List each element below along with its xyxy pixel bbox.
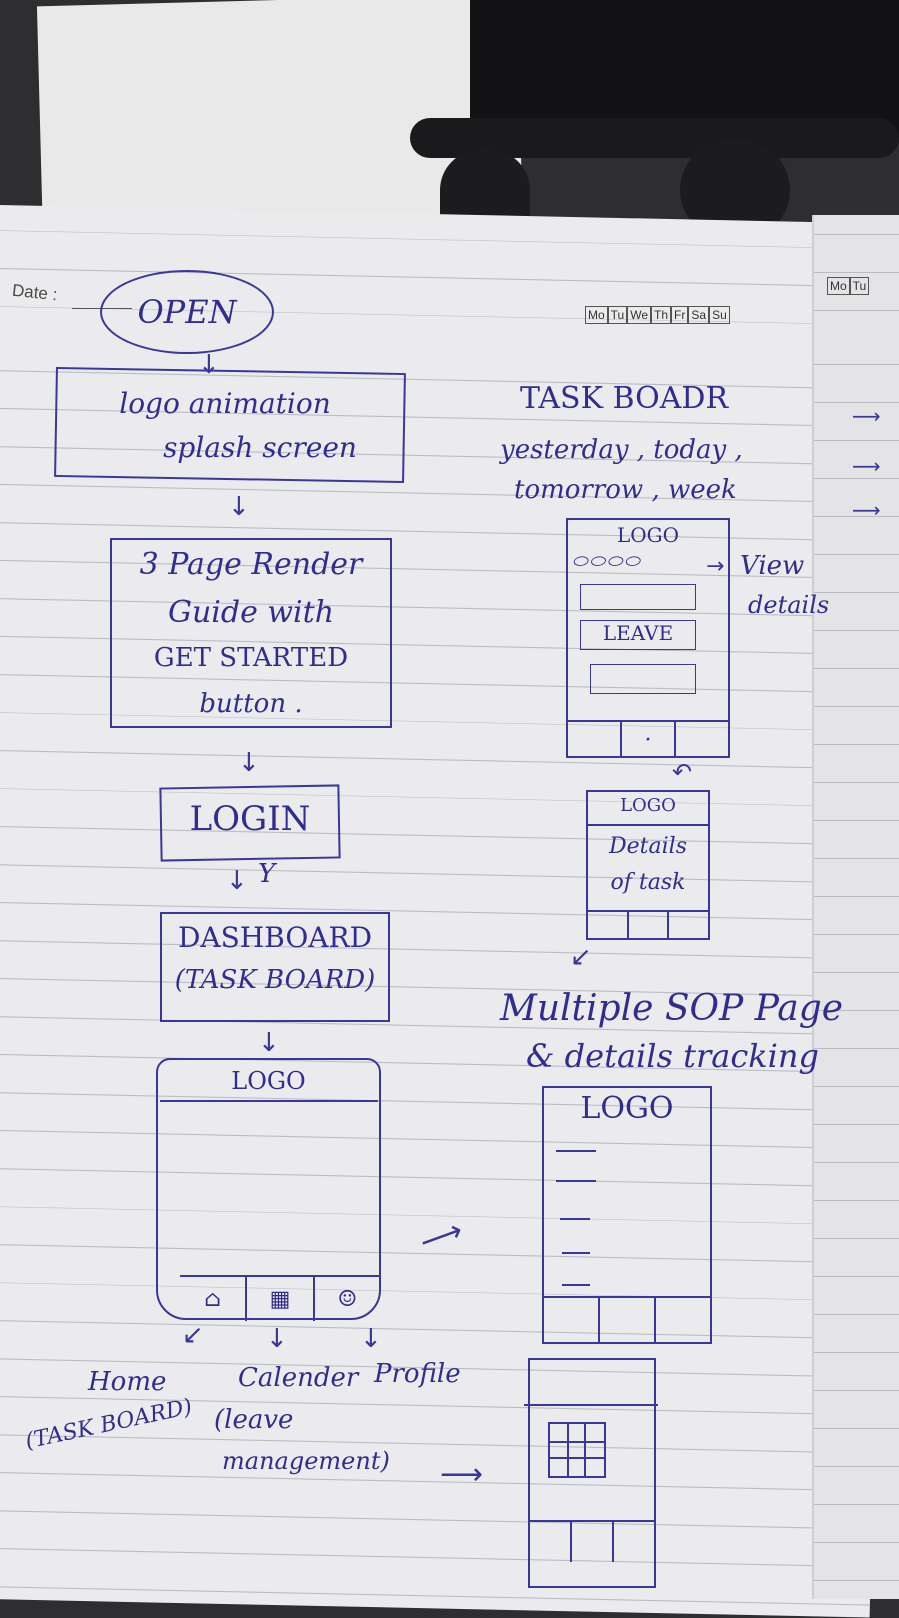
weekday-boxes-right: Mo Tu bbox=[827, 277, 870, 295]
list-item bbox=[562, 1284, 590, 1286]
weekday: Th bbox=[651, 306, 672, 324]
weekday: We bbox=[627, 306, 652, 324]
weekday: Tu bbox=[607, 306, 628, 324]
task-details-wireframe bbox=[586, 790, 710, 940]
arrow-down-left-icon: ↙ bbox=[182, 1320, 204, 1350]
open-label: OPEN bbox=[137, 293, 237, 331]
home-icon: ⌂ bbox=[180, 1277, 248, 1321]
login-mark: Y bbox=[258, 859, 276, 889]
task-details-logo: LOGO bbox=[620, 795, 676, 816]
arrow-right-icon: ⟶ bbox=[852, 404, 881, 428]
arrow-down-icon: ↓ bbox=[360, 1324, 382, 1354]
calendar-grid-icon bbox=[548, 1422, 606, 1478]
task-card bbox=[590, 664, 696, 694]
tab-label-calendar: Calender bbox=[238, 1363, 359, 1393]
smiley-icon: ☺ bbox=[337, 1286, 358, 1312]
guide-line-4: button . bbox=[199, 689, 303, 719]
leave-label: LEAVE bbox=[602, 621, 674, 645]
guide-line-3: GET STARTED bbox=[153, 643, 349, 673]
weekday: Mo bbox=[585, 306, 608, 324]
weekday-boxes: Mo Tu We Th Fr Sa Su bbox=[585, 306, 730, 324]
open-node: OPEN bbox=[100, 270, 274, 354]
weekday: Su bbox=[709, 306, 730, 324]
tab-label-home: Home bbox=[88, 1367, 167, 1397]
task-board-wireframe bbox=[566, 518, 730, 758]
dashboard-node bbox=[160, 912, 390, 1022]
dashboard-wireframe bbox=[156, 1058, 381, 1320]
task-board-wireframe-logo: LOGO bbox=[616, 523, 680, 547]
arrow-right-icon: ⟶ bbox=[852, 498, 881, 522]
arrow-right-icon: ⟶ bbox=[852, 454, 881, 478]
weekday: Sa bbox=[688, 306, 710, 324]
dashboard-tabbar: ⌂ ▦ ☺ bbox=[180, 1275, 380, 1321]
dashboard-wireframe-logo: LOGO bbox=[231, 1067, 306, 1095]
sop-wireframe-logo: LOGO bbox=[580, 1091, 674, 1126]
dashboard-line-1: DASHBOARD bbox=[177, 921, 373, 954]
sop-title-line-1: Multiple SOP Page bbox=[500, 988, 844, 1029]
calendar-grid-icon: ▦ bbox=[247, 1277, 315, 1321]
arrow-down-left-icon: ↙ bbox=[570, 942, 592, 972]
login-label: LOGIN bbox=[189, 799, 311, 839]
guide-node bbox=[110, 538, 392, 728]
leave-card bbox=[580, 620, 696, 650]
task-board-tabbar: · bbox=[568, 720, 728, 758]
task-board-sub-1: yesterday , today , bbox=[500, 435, 743, 465]
arrow-down-icon: ↓ bbox=[266, 1324, 288, 1354]
splash-line-1: logo animation bbox=[119, 387, 331, 420]
task-details-tabbar bbox=[588, 910, 708, 940]
list-item bbox=[556, 1180, 596, 1182]
tab-label-calendar-sub-2: management) bbox=[222, 1447, 390, 1475]
list-item bbox=[556, 1150, 596, 1152]
calendar-wireframe bbox=[528, 1358, 656, 1588]
arrow-down-icon: ↓ bbox=[228, 492, 250, 522]
header-divider bbox=[588, 824, 708, 826]
task-details-line-1: Details bbox=[609, 834, 687, 859]
dashboard-line-2: (TASK BOARD) bbox=[174, 965, 376, 995]
sop-title-line-2: & details tracking bbox=[526, 1037, 819, 1075]
arrow-to-calendar-icon: ⟶ bbox=[440, 1457, 484, 1492]
view-details-line-1: View bbox=[740, 551, 805, 581]
list-item bbox=[560, 1218, 590, 1220]
guide-line-1: 3 Page Render bbox=[139, 547, 363, 582]
arrow-down-icon: ↓ bbox=[258, 1028, 280, 1058]
tab-label-profile: Profile bbox=[374, 1359, 461, 1389]
weekday: Fr bbox=[671, 306, 689, 324]
arrow-down-icon: ↓ bbox=[226, 866, 248, 896]
day-tabs-icon: ⬭⬭⬭⬭ bbox=[572, 551, 642, 572]
header-divider bbox=[524, 1404, 658, 1406]
arrow-down-icon: ↓ bbox=[198, 350, 220, 380]
weekday: Tu bbox=[849, 277, 870, 295]
splash-line-2: splash screen bbox=[163, 431, 357, 464]
weekday: Mo bbox=[827, 277, 850, 295]
arrow-down-icon: ↓ bbox=[238, 748, 260, 778]
sop-wireframe bbox=[542, 1086, 712, 1344]
task-card bbox=[580, 584, 696, 610]
tab-label-calendar-sub-1: (leave bbox=[214, 1405, 294, 1435]
header-divider bbox=[160, 1100, 378, 1102]
task-board-sub-2: tomorrow , week bbox=[514, 475, 737, 505]
view-details-line-2: details bbox=[748, 591, 830, 619]
arrow-right-icon: → bbox=[706, 554, 725, 579]
notebook-right-page bbox=[812, 215, 899, 1599]
guide-line-2: Guide with bbox=[167, 595, 335, 630]
sop-tabbar bbox=[544, 1296, 710, 1344]
arrow-curve-back-icon: ↶ bbox=[672, 758, 693, 786]
task-details-line-2: of task bbox=[610, 870, 686, 895]
list-item bbox=[562, 1252, 590, 1254]
splash-node bbox=[54, 366, 406, 484]
task-board-title: TASK BOADR bbox=[520, 381, 729, 416]
calendar-tabbar bbox=[530, 1520, 654, 1562]
